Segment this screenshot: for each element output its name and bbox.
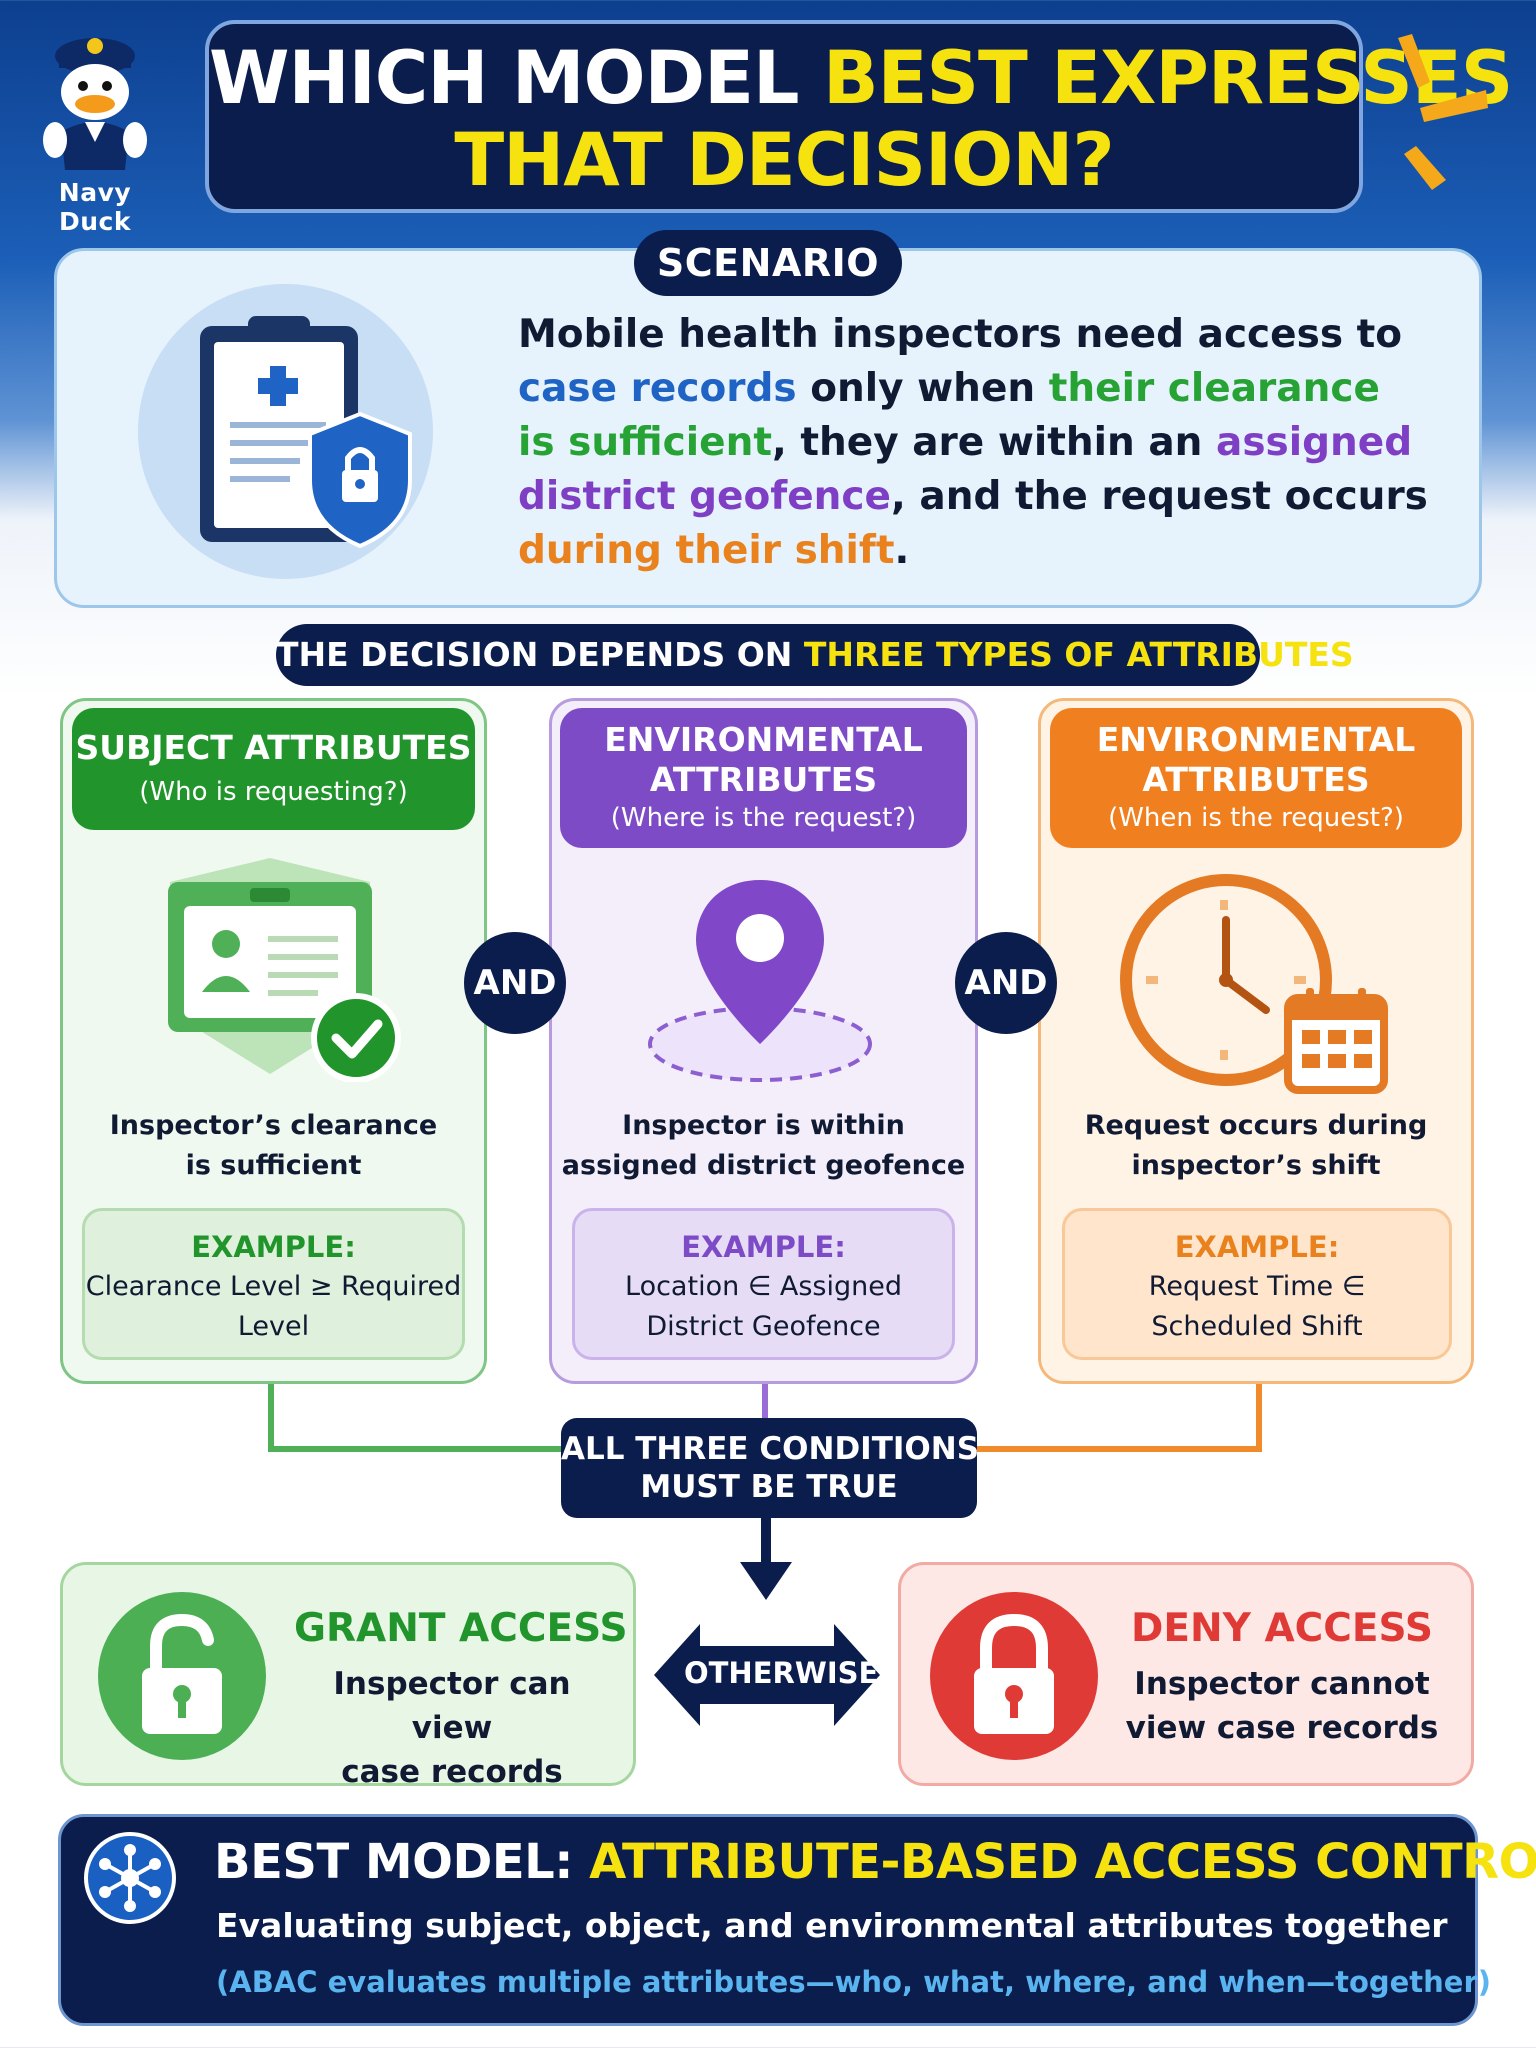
example-text: Level [237,1311,310,1342]
example-text: Request Time ∈ [1148,1271,1366,1302]
example-text: Scheduled Shift [1151,1311,1363,1342]
location-attribute-description: Inspector is within assigned district ge… [556,1106,971,1186]
scenario-seg-sufficient: is sufficient [518,420,772,465]
best-model-note: (ABAC evaluates multiple attributes—who,… [216,1965,1492,1999]
decision-banner: THE DECISION DEPENDS ON THREE TYPES OF A… [276,624,1354,686]
example-text: District Geofence [646,1311,881,1342]
scenario-line-4: district geofence, and the request occur… [518,470,1428,524]
best-model-label: BEST MODEL: [214,1834,590,1890]
all-conditions-box: ALL THREE CONDITIONS MUST BE TRUE [561,1418,980,1518]
page-title: WHICH MODEL BEST EXPRESSES THAT DECISION… [205,20,1513,213]
decision-prefix: THE DECISION DEPENDS ON [276,635,804,674]
purple-connector-line [762,1384,768,1420]
location-example-box: EXAMPLE: Location ∈ Assigned District Ge… [572,1208,955,1360]
lock-icon [930,1592,1098,1760]
desc-line: assigned district geofence [561,1150,966,1181]
deny-text: Inspector cannot [1134,1666,1430,1702]
scenario-seg-assigned: assigned [1216,420,1413,465]
time-example-box: EXAMPLE: Request Time ∈ Scheduled Shift [1062,1208,1452,1360]
location-attributes-header: ENVIRONMENTAL ATTRIBUTES (Where is the r… [560,708,967,848]
example-text: Clearance Level ≥ Required [85,1271,462,1302]
column-title: ATTRIBUTES [1142,760,1370,799]
title-white: WHICH MODEL [209,36,823,121]
and-connector-1: AND [464,932,566,1034]
clipboard-shield-icon [200,316,412,549]
best-model-subtitle: Evaluating subject, object, and environm… [216,1906,1448,1945]
column-title: ENVIRONMENTAL [1096,720,1416,759]
subject-attributes-header: SUBJECT ATTRIBUTES (Who is requesting?) [72,708,475,830]
scenario-line-2: case records only when their clearance [518,362,1380,416]
deny-title: DENY ACCESS [1131,1606,1433,1651]
scenario-seg: . [894,528,910,573]
grant-text: case records [341,1754,563,1790]
scenario-seg: Mobile health inspectors need access to [518,312,1403,357]
deny-text: view case records [1125,1710,1439,1746]
example-label: EXAMPLE: [681,1230,846,1264]
green-connector-line [268,1446,568,1452]
subject-attribute-description: Inspector’s clearance is sufficient [66,1106,481,1186]
column-subtitle: (Where is the request?) [610,803,917,833]
example-label: EXAMPLE: [1174,1230,1340,1264]
title-yellow-1: BEST EXPRESSES [822,36,1513,121]
otherwise-label: OTHERWISE [684,1656,879,1690]
grant-text-block: GRANT ACCESS Inspector can view case rec… [294,1604,628,1794]
pin-hole [736,914,784,962]
column-subtitle: (Who is requesting?) [139,777,408,807]
subject-example-box: EXAMPLE: Clearance Level ≥ Required Leve… [82,1208,465,1360]
time-attributes-header: ENVIRONMENTAL ATTRIBUTES (When is the re… [1050,708,1462,848]
orange-connector-line [970,1446,1262,1452]
best-model-value: ATTRIBUTE-BASED ACCESS CONTROL [589,1834,1536,1890]
grant-text: Inspector can view [333,1666,571,1746]
column-title: SUBJECT ATTRIBUTES [75,728,472,767]
scenario-seg-case-records: case records [518,366,797,411]
scenario-line-5: during their shift. [518,524,1378,578]
spark-burst-icon [1398,34,1488,190]
desc-line: Inspector is within [622,1110,905,1141]
column-title: ATTRIBUTES [649,760,878,799]
scenario-line-3: is sufficient, they are within an assign… [518,416,1412,470]
scenario-seg: , they are within an [771,420,1216,465]
best-model-panel [58,1814,1478,2026]
id-badge-check-icon [168,858,401,1082]
down-arrow-icon [740,1518,792,1600]
network-nodes-icon [84,1832,176,1924]
duck-mascot-icon [43,38,147,170]
navy-duck-mascot: Navy Duck [20,22,170,236]
unlock-icon [98,1592,266,1760]
time-attribute-description: Request occurs during inspector’s shift [1044,1106,1468,1186]
desc-line: inspector’s shift [1131,1150,1381,1181]
scenario-seg-geofence: district geofence [518,474,891,519]
clock-calendar-icon [1120,874,1388,1094]
example-label: EXAMPLE: [191,1230,356,1264]
scenario-text: Mobile health inspectors need access to … [518,308,1428,578]
decision-highlight: THREE TYPES OF ATTRIBUTES [803,635,1354,674]
brand-label: Navy Duck [58,178,132,236]
grant-title: GRANT ACCESS [294,1606,628,1651]
scenario-tag: SCENARIO [634,230,902,296]
best-model-title: BEST MODEL: ATTRIBUTE-BASED ACCESS CONTR… [214,1830,1536,1894]
scenario-seg: only when [796,366,1049,411]
scenario-line-1: Mobile health inspectors need access to [518,308,1402,362]
desc-line: Inspector’s clearance [109,1110,438,1141]
otherwise-double-arrow-icon [654,1624,880,1726]
all-three-line: ALL THREE CONDITIONS [561,1431,980,1467]
scenario-seg-clearance: their clearance [1048,366,1380,411]
title-yellow-2: THAT DECISION? [454,118,1114,203]
title-line-1: WHICH MODEL BEST EXPRESSES [209,36,1513,121]
and-connector-2: AND [955,932,1057,1034]
deny-text-block: DENY ACCESS Inspector cannot view case r… [1112,1604,1452,1750]
orange-connector-line [1256,1384,1262,1452]
all-three-line: MUST BE TRUE [640,1469,898,1505]
scenario-seg-shift: during their shift [518,528,895,573]
example-text: Location ∈ Assigned [625,1271,902,1302]
desc-line: is sufficient [185,1150,362,1181]
column-subtitle: (When is the request?) [1108,803,1404,833]
column-title: ENVIRONMENTAL [604,720,923,759]
desc-line: Request occurs during [1084,1110,1428,1141]
green-connector-line [268,1384,274,1452]
scenario-seg: , and the request occurs [891,474,1428,519]
